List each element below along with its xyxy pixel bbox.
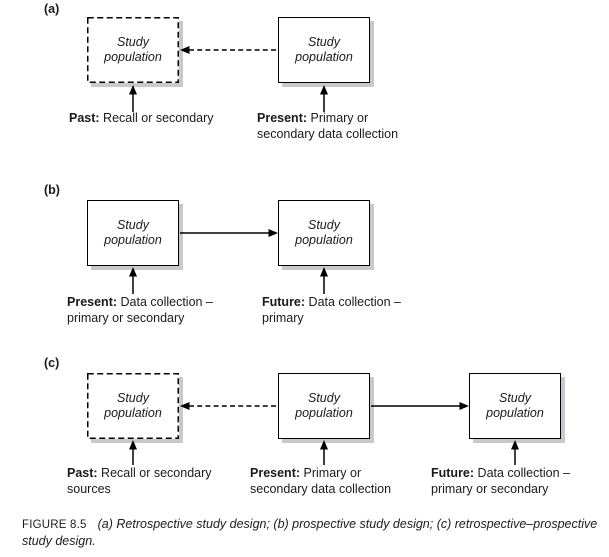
timeline-label-past: Past: Recall or secondary bbox=[69, 111, 214, 127]
timeline-label-lead: Future: bbox=[262, 295, 306, 309]
up-arrow bbox=[129, 440, 137, 465]
box-label: Study population bbox=[104, 218, 162, 247]
timeline-label-rest: Primary or secondary data collection bbox=[257, 111, 399, 141]
timeline-label-rest: Data collection – primary bbox=[262, 295, 401, 325]
box-label: Study population bbox=[295, 35, 353, 64]
study-population-box-dashed: Study population bbox=[87, 17, 179, 83]
timeline-label-lead: Present: bbox=[257, 111, 308, 125]
timeline-label-present: Present: Data collection – primary or se… bbox=[67, 295, 213, 326]
up-arrow bbox=[511, 440, 519, 465]
solid-right-arrow bbox=[180, 229, 278, 237]
timeline-label-rest: Primary or secondary data collection bbox=[250, 466, 392, 496]
figure-number: FIGURE 8.5 bbox=[22, 519, 87, 531]
up-arrow bbox=[320, 440, 328, 465]
study-population-box: Study population bbox=[278, 373, 370, 439]
up-arrow bbox=[320, 85, 328, 112]
timeline-label-future: Future: Data collection – primary bbox=[262, 295, 401, 326]
dashed-left-arrow bbox=[180, 402, 278, 410]
study-population-box: Study population bbox=[278, 200, 370, 266]
panel-c-letter: (c) bbox=[44, 356, 60, 370]
box-label: Study population bbox=[104, 391, 162, 420]
timeline-label-present: Present: Primary or secondary data colle… bbox=[250, 466, 391, 497]
study-population-box-dashed: Study population bbox=[87, 373, 179, 439]
study-population-box: Study population bbox=[469, 373, 561, 439]
timeline-label-lead: Past: bbox=[69, 111, 100, 125]
up-arrow bbox=[129, 85, 137, 112]
timeline-label-past: Past: Recall or secondary sources bbox=[67, 466, 212, 497]
timeline-label-rest: Recall or secondary bbox=[99, 111, 214, 125]
box-label: Study population bbox=[486, 391, 544, 420]
study-population-box: Study population bbox=[278, 17, 370, 83]
box-label: Study population bbox=[295, 391, 353, 420]
box-label: Study population bbox=[104, 35, 162, 64]
timeline-label-lead: Present: bbox=[250, 466, 301, 480]
solid-right-arrow bbox=[371, 402, 469, 410]
dashed-left-arrow bbox=[180, 46, 278, 54]
up-arrow bbox=[320, 267, 328, 294]
dashed-border bbox=[87, 373, 179, 439]
up-arrow bbox=[129, 267, 137, 294]
box-label: Study population bbox=[295, 218, 353, 247]
timeline-label-rest: Recall or secondary sources bbox=[67, 466, 212, 496]
study-population-box: Study population bbox=[87, 200, 179, 266]
panel-b-letter: (b) bbox=[44, 183, 60, 197]
panel-a-letter: (a) bbox=[44, 2, 60, 16]
timeline-label-lead: Future: bbox=[431, 466, 475, 480]
timeline-label-lead: Past: bbox=[67, 466, 98, 480]
timeline-label-present: Present: Primary or secondary data colle… bbox=[257, 111, 398, 142]
timeline-label-future: Future: Data collection – primary or sec… bbox=[431, 466, 570, 497]
figure-caption: FIGURE 8.5(a) Retrospective study design… bbox=[22, 517, 600, 549]
dashed-border bbox=[87, 17, 179, 83]
timeline-label-lead: Present: bbox=[67, 295, 118, 309]
figure-caption-text: (a) Retrospective study design; (b) pros… bbox=[22, 517, 598, 548]
timeline-label-rest: Data collection – primary or secondary bbox=[67, 295, 213, 325]
timeline-label-rest: Data collection – primary or secondary bbox=[431, 466, 570, 496]
